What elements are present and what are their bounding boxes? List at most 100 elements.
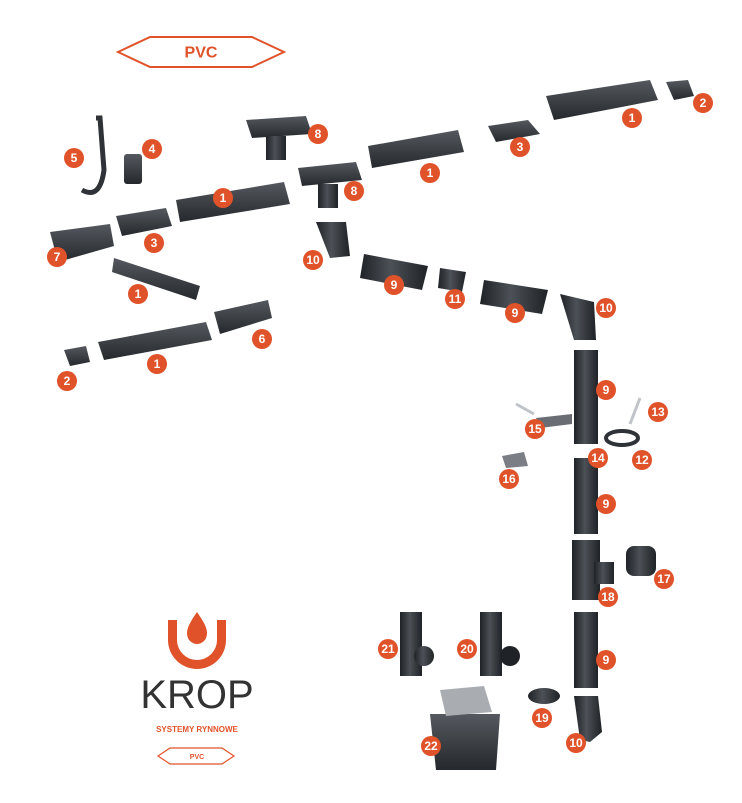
tee-part bbox=[500, 646, 520, 666]
gutter-part bbox=[546, 80, 658, 120]
part-number-badge: 20 bbox=[457, 639, 477, 659]
parts bbox=[50, 80, 694, 770]
logo-droplet-icon bbox=[187, 612, 207, 644]
svg-text:14: 14 bbox=[591, 451, 605, 465]
end-cap-part bbox=[64, 346, 90, 366]
tee-part bbox=[400, 612, 422, 676]
svg-text:13: 13 bbox=[651, 405, 665, 419]
corner-part bbox=[50, 224, 114, 262]
clip-part bbox=[574, 430, 598, 444]
bracket-part bbox=[536, 414, 572, 428]
drain-part bbox=[430, 714, 500, 770]
outlet-part bbox=[318, 184, 338, 208]
svg-text:22: 22 bbox=[424, 739, 438, 753]
elbow-part bbox=[560, 294, 596, 340]
part-number-badge: 1 bbox=[622, 108, 642, 128]
part-number-badge: 2 bbox=[57, 371, 77, 391]
header-pvc-text: PVC bbox=[185, 45, 218, 62]
pipe-part bbox=[480, 280, 548, 314]
part-number-badge: 9 bbox=[384, 275, 404, 295]
part-number-badge: 3 bbox=[510, 137, 530, 157]
svg-text:11: 11 bbox=[449, 292, 462, 306]
part-number-badge: 9 bbox=[505, 303, 525, 323]
branch-part bbox=[594, 562, 614, 584]
hanger-part bbox=[80, 115, 107, 195]
part-number-badge: 17 bbox=[654, 569, 674, 589]
part-number-badge: 4 bbox=[142, 139, 162, 159]
seal-part bbox=[528, 688, 560, 704]
pin-part bbox=[515, 402, 535, 416]
svg-text:12: 12 bbox=[635, 453, 649, 467]
part-number-badge: 12 bbox=[632, 450, 652, 470]
svg-text:7: 7 bbox=[54, 250, 61, 264]
part-number-badge: 19 bbox=[532, 708, 552, 728]
svg-text:8: 8 bbox=[315, 127, 322, 141]
part-number-badge: 8 bbox=[344, 181, 364, 201]
svg-text:1: 1 bbox=[629, 111, 636, 125]
brand-pvc-label: PVC bbox=[190, 754, 204, 761]
part-number-badge: 6 bbox=[252, 329, 272, 349]
svg-text:4: 4 bbox=[149, 142, 156, 156]
socket-part bbox=[438, 268, 466, 292]
elbow-part bbox=[316, 222, 350, 258]
brand-logo: KROP SYSTEMY RYNNOWE PVC bbox=[140, 612, 254, 765]
svg-text:3: 3 bbox=[517, 140, 524, 154]
svg-text:5: 5 bbox=[71, 151, 78, 165]
part-number-badge: 10 bbox=[566, 733, 586, 753]
svg-text:15: 15 bbox=[528, 422, 542, 436]
logo-ring-icon bbox=[168, 620, 226, 669]
header-pvc-label: PVC bbox=[115, 36, 287, 68]
svg-text:1: 1 bbox=[135, 287, 142, 301]
part-number-badge: 15 bbox=[525, 419, 545, 439]
part-badges: 1 2 1 3 8 5 4 1 8 3 7 10 9 11 9 10 1 6 2… bbox=[47, 93, 713, 756]
tee-part bbox=[480, 612, 502, 676]
svg-text:9: 9 bbox=[603, 497, 610, 511]
part-number-badge: 18 bbox=[598, 587, 618, 607]
brand-tagline: SYSTEMY RYNNOWE bbox=[156, 725, 238, 734]
svg-text:6: 6 bbox=[259, 332, 266, 346]
brand-name: KROP bbox=[140, 673, 253, 717]
elbow-part bbox=[574, 696, 602, 742]
gutter-part bbox=[368, 130, 464, 168]
svg-text:10: 10 bbox=[569, 736, 583, 750]
part-number-badge: 11 bbox=[445, 289, 465, 309]
svg-text:18: 18 bbox=[601, 590, 615, 604]
holder-part bbox=[502, 452, 528, 468]
part-number-badge: 13 bbox=[648, 402, 668, 422]
svg-text:10: 10 bbox=[599, 301, 613, 315]
drain-part bbox=[440, 686, 492, 716]
reducer-part bbox=[626, 546, 656, 576]
svg-text:1: 1 bbox=[427, 166, 434, 180]
gutter-part bbox=[98, 322, 212, 360]
gutter-part bbox=[176, 182, 290, 222]
part-number-badge: 1 bbox=[147, 354, 167, 374]
svg-text:20: 20 bbox=[460, 642, 474, 656]
part-number-badge: 2 bbox=[693, 93, 713, 113]
part-number-badge: 1 bbox=[213, 188, 233, 208]
tee-part bbox=[414, 646, 434, 666]
part-number-badge: 14 bbox=[588, 448, 608, 468]
pipe-part bbox=[574, 458, 598, 534]
part-number-badge: 10 bbox=[303, 250, 323, 270]
svg-text:2: 2 bbox=[64, 374, 71, 388]
gutter-part bbox=[112, 258, 200, 300]
part-number-badge: 9 bbox=[596, 494, 616, 514]
svg-text:10: 10 bbox=[306, 253, 320, 267]
svg-text:8: 8 bbox=[351, 184, 358, 198]
svg-text:9: 9 bbox=[603, 383, 610, 397]
part-number-badge: 22 bbox=[421, 736, 441, 756]
pipe-part bbox=[360, 254, 428, 290]
svg-text:1: 1 bbox=[220, 191, 227, 205]
svg-text:9: 9 bbox=[391, 278, 398, 292]
collar-part bbox=[604, 429, 640, 447]
end-cap-part bbox=[666, 80, 694, 100]
part-number-badge: 5 bbox=[64, 148, 84, 168]
part-number-badge: 9 bbox=[596, 380, 616, 400]
outlet-part bbox=[246, 116, 312, 138]
corner-part bbox=[214, 300, 272, 334]
gutter-connector-part bbox=[488, 120, 540, 142]
svg-text:17: 17 bbox=[657, 572, 671, 586]
part-number-badge: 8 bbox=[308, 124, 328, 144]
pin-part bbox=[628, 397, 642, 425]
gutter-connector-part bbox=[116, 208, 172, 236]
